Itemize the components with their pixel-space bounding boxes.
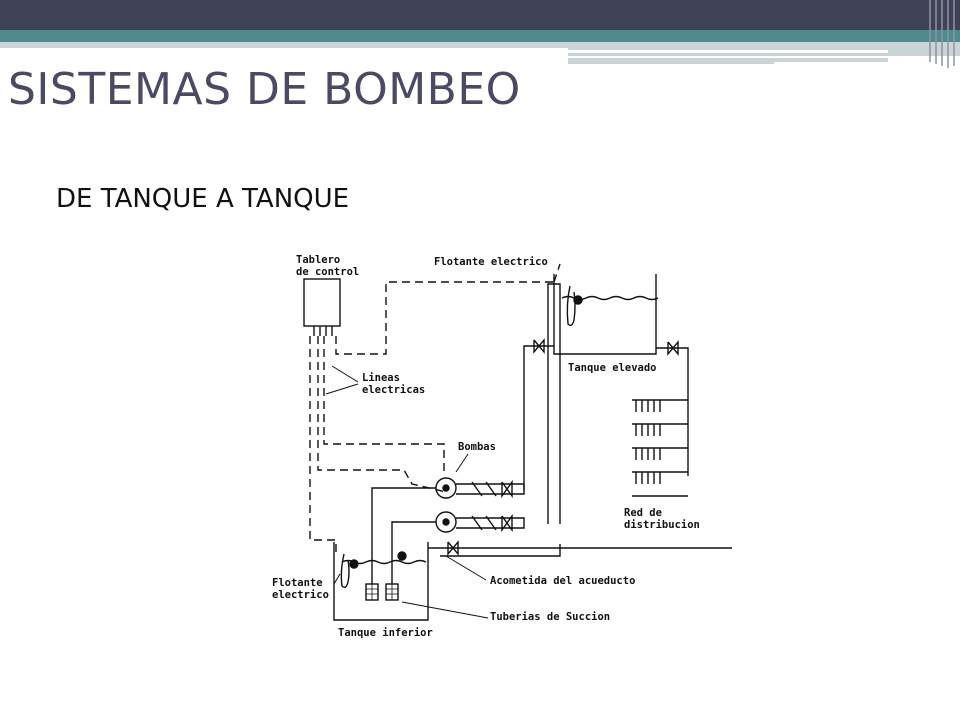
strainer-grid <box>366 584 398 600</box>
slide-title: SISTEMAS DE BOMBEO <box>8 64 521 115</box>
water-main-valve <box>447 540 459 556</box>
lower-tank <box>333 542 429 621</box>
header-lower-stripe <box>568 58 774 64</box>
top-float-ball <box>573 295 583 305</box>
label-tanque-inferior: Tanque inferior <box>338 627 433 639</box>
header-white-stripe <box>568 50 888 53</box>
control-panel <box>303 278 341 327</box>
label-flotante-bottom-line2: electrico <box>272 589 329 601</box>
label-red-line2: distribucion <box>624 519 700 531</box>
riser-pipe <box>547 283 561 524</box>
header-dark-band <box>0 0 960 30</box>
header-teal-band <box>0 30 960 42</box>
top-float-switch <box>566 285 576 327</box>
pump-2-check-valves <box>471 513 513 533</box>
distribution-valve <box>667 340 679 356</box>
slide-subtitle: DE TANQUE A TANQUE <box>56 184 350 214</box>
pumping-diagram: Tablero de control Flotante electrico Li… <box>262 244 732 660</box>
suction-pipe-1 <box>371 487 436 584</box>
lower-tank-inlet-ball <box>397 551 407 561</box>
header-lower-stripe-2 <box>774 58 888 62</box>
pump-1-discharge <box>456 483 525 495</box>
header-light-band-right <box>568 42 960 56</box>
label-flotante-bottom-line1: Flotante <box>272 577 323 589</box>
distribution-branches <box>632 399 688 497</box>
label-flotante-top: Flotante electrico <box>434 256 548 268</box>
label-tablero-line1: Tablero <box>296 254 340 266</box>
pump-1-center <box>442 484 450 492</box>
label-tablero-line2: de control <box>296 266 359 278</box>
water-main-lower <box>440 544 561 557</box>
leader-lines <box>325 365 489 619</box>
elevated-tank <box>553 274 657 355</box>
label-tuberias: Tuberias de Succion <box>490 611 610 623</box>
header-corner-lines <box>929 0 955 68</box>
pump-2-center <box>442 518 450 526</box>
pump-1-check-valves <box>471 479 513 499</box>
control-panel-legs <box>313 326 333 336</box>
distribution-main <box>656 347 689 476</box>
label-lineas-line1: Lineas <box>362 372 400 384</box>
label-lineas-line2: electricas <box>362 384 425 396</box>
suction-pipe-2 <box>391 521 436 584</box>
header-light-band <box>0 42 568 48</box>
elevated-feed-valve <box>533 338 545 354</box>
label-tanque-elevado: Tanque elevado <box>568 362 657 374</box>
electric-lines <box>309 263 561 556</box>
label-red-line1: Red de <box>624 507 662 519</box>
bottom-float-switch <box>340 553 350 589</box>
header-bar <box>0 0 960 68</box>
bottom-float-ball <box>349 559 359 569</box>
label-bombas: Bombas <box>458 441 496 453</box>
pump-2-discharge <box>456 517 525 529</box>
elevated-feed-pipe <box>523 345 554 490</box>
label-acometida: Acometida del acueducto <box>490 575 635 587</box>
